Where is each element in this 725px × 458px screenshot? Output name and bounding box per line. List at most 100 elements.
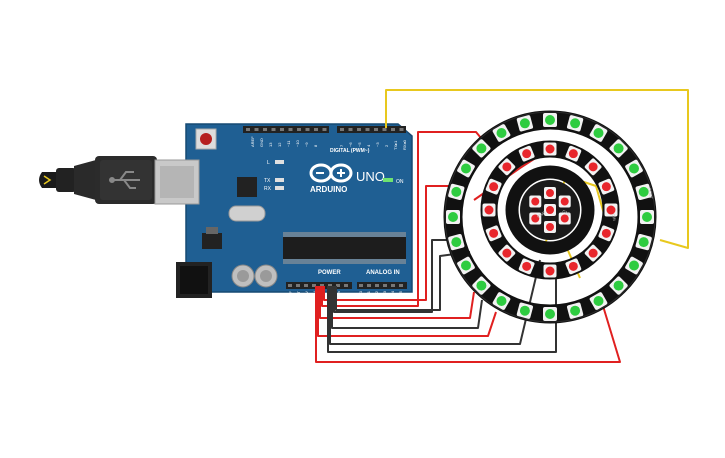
pin-hole[interactable] (359, 284, 363, 287)
pin-hole[interactable] (391, 284, 395, 287)
pin-label: GND (259, 138, 264, 147)
power-pin-holes (288, 284, 403, 287)
pin-hole[interactable] (375, 284, 379, 287)
pin-hole[interactable] (305, 128, 310, 131)
pin-hole[interactable] (288, 128, 293, 131)
pin-hole[interactable] (340, 128, 344, 131)
on-led (383, 178, 393, 182)
led-pixel (604, 203, 618, 217)
pin-hole[interactable] (314, 128, 318, 131)
power-header (286, 282, 352, 289)
analog-header (357, 282, 407, 289)
jewel-pin-label: PWR (536, 210, 547, 219)
pin-hole[interactable] (254, 128, 259, 131)
pin-label: 8 (313, 144, 318, 147)
pin-label: ~10 (295, 139, 300, 147)
pin-hole[interactable] (344, 284, 348, 287)
led-pixel (498, 158, 516, 176)
neopixel-ring-12[interactable] (505, 165, 595, 255)
usb-symbol-icon (109, 171, 140, 189)
digital-header-right (337, 126, 406, 133)
pin-hole[interactable] (336, 284, 340, 287)
wire-red-power[interactable] (319, 286, 475, 319)
pin-hole[interactable] (280, 128, 284, 131)
pin-label: IOREF (288, 290, 293, 303)
pin-label: ~9 (304, 142, 309, 147)
pin-label: TX▸1 (393, 140, 398, 150)
led-pixel (448, 183, 465, 201)
led-pixel (543, 142, 557, 156)
pin-label: 12 (277, 142, 282, 147)
pin-label: 7 (339, 144, 344, 147)
inner-led-group (529, 187, 571, 233)
led-pixel (543, 264, 557, 278)
led-pixel (492, 124, 511, 142)
pin-hole[interactable] (328, 284, 332, 287)
pin-hole[interactable] (271, 128, 276, 131)
pin-hole[interactable] (320, 284, 324, 287)
wire-black-ground[interactable] (335, 251, 471, 311)
pin-hole[interactable] (365, 128, 370, 131)
led-pixel (609, 139, 628, 158)
pin-hole[interactable] (296, 284, 300, 287)
pin-hole[interactable] (399, 284, 403, 287)
pin-label: RX◂0 (402, 139, 407, 150)
led-pixel (584, 158, 602, 176)
led-pixel (485, 225, 502, 242)
pin-label: A1 (366, 290, 371, 296)
pin-hole[interactable] (322, 128, 327, 131)
led-pixel (472, 276, 491, 295)
led-pixel (516, 115, 534, 132)
ring-pin-label: DIN (611, 213, 617, 221)
wire-black-ground[interactable] (329, 259, 541, 345)
pin-hole[interactable] (374, 128, 378, 131)
pin-label: A3 (382, 290, 387, 296)
led-pixel (640, 210, 654, 224)
led-pixel (446, 210, 460, 224)
pin-hole[interactable] (367, 284, 371, 287)
led-pixel (492, 292, 511, 310)
led-pixel (457, 159, 475, 178)
wire-red-power[interactable] (315, 286, 621, 363)
pin-hole[interactable] (304, 284, 308, 287)
pin-label: ~5 (357, 142, 362, 147)
usb-cable[interactable] (39, 156, 157, 204)
led-pixel (518, 145, 535, 162)
pin-hole[interactable] (357, 128, 361, 131)
pin-label: A0 (358, 290, 363, 296)
pin-label: 2 (384, 144, 389, 147)
led-pixel (544, 221, 556, 233)
wire-black-ground[interactable] (331, 286, 483, 329)
wire-red-power[interactable] (317, 286, 497, 337)
pin-hole[interactable] (391, 128, 395, 131)
pin-label: 4 (366, 144, 371, 147)
wire-yellow-data[interactable] (385, 89, 689, 249)
neopixel-ring-24[interactable] (443, 110, 657, 324)
power-label: POWER (318, 270, 341, 276)
voltage-regulator (202, 233, 222, 249)
neopixel-jewel-7[interactable]: PWR GND (520, 180, 580, 240)
pin-hole[interactable] (297, 128, 301, 131)
led-pixel (565, 258, 582, 275)
pin-label: A5 (398, 290, 403, 296)
pin-hole[interactable] (312, 284, 316, 287)
wire-black-ground[interactable] (333, 239, 460, 313)
led-pixel (498, 244, 516, 262)
neopixel-ring-16[interactable] (480, 140, 620, 280)
pin-hole[interactable] (288, 284, 292, 287)
wire-red-power[interactable] (321, 131, 487, 307)
wire-red-power[interactable] (323, 185, 462, 301)
pin-hole[interactable] (382, 128, 387, 131)
pin-hole[interactable] (383, 284, 387, 287)
led-pixel (565, 145, 582, 162)
pin-label: Vin (336, 291, 341, 297)
usb-chip (237, 177, 257, 197)
analog-label: ANALOG IN (366, 270, 400, 276)
pin-hole[interactable] (246, 128, 250, 131)
pin-hole[interactable] (348, 128, 353, 131)
pin-hole[interactable] (399, 128, 404, 131)
arduino-uno-board[interactable]: ARDUINO UNO ON L TX RX DIGITAL (PWM~) AR… (154, 123, 413, 304)
pin-hole[interactable] (263, 128, 267, 131)
led-pixel (609, 276, 628, 295)
